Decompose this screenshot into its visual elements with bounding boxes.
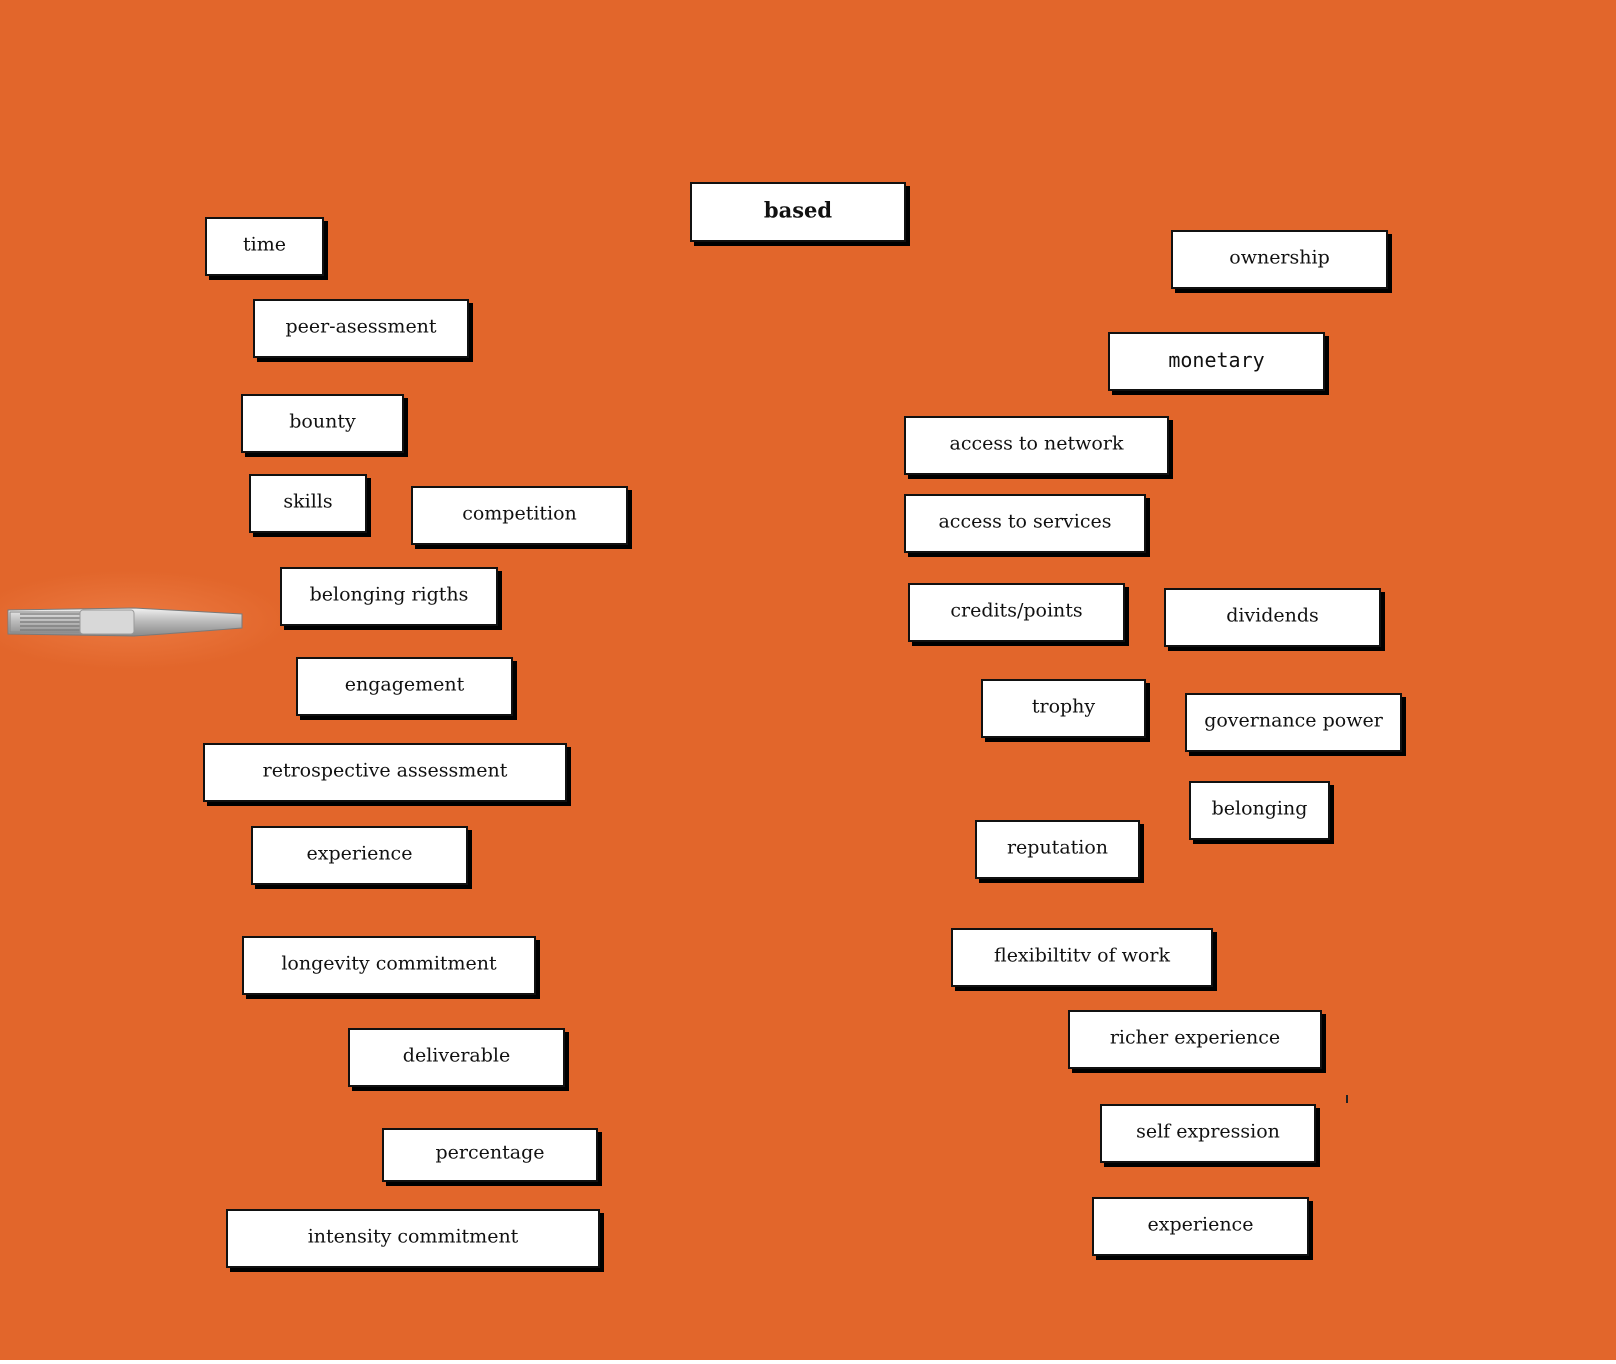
card-label: retrospective assessment: [262, 759, 508, 782]
card-dividends: dividends: [1164, 588, 1381, 647]
card-experience-right: experience: [1092, 1197, 1309, 1256]
card-label: based: [763, 197, 833, 223]
card-label: flexibiltitv of work: [994, 944, 1170, 967]
card-label: credits/points: [950, 599, 1083, 622]
card-label: access to services: [938, 510, 1112, 533]
card-trophy: trophy: [981, 679, 1146, 738]
card-self-expression: self expression: [1100, 1104, 1316, 1163]
card-flexibiltitv-of-work: flexibiltitv of work: [951, 928, 1213, 987]
card-label: reputation: [1006, 836, 1109, 859]
card-monetary: monetary: [1108, 332, 1325, 391]
card-peer-asessment: peer-asessment: [253, 299, 469, 358]
card-label: competition: [462, 502, 577, 525]
card-label: time: [243, 233, 286, 256]
card-label: belonging rigths: [309, 583, 469, 606]
card-richer-experience: richer experience: [1068, 1010, 1322, 1069]
card-bounty: bounty: [241, 394, 404, 453]
card-label: access to network: [949, 432, 1124, 455]
card-label: experience: [1147, 1213, 1254, 1236]
card-reputation: reputation: [975, 820, 1140, 879]
card-access-to-services: access to services: [904, 494, 1146, 553]
card-label: engagement: [344, 673, 465, 696]
card-label: dividends: [1226, 604, 1319, 627]
card-access-to-network: access to network: [904, 416, 1169, 475]
card-engagement: engagement: [296, 657, 513, 716]
card-retrospective-assessment: retrospective assessment: [203, 743, 567, 802]
card-label: longevity commitment: [281, 952, 497, 975]
stray-mark: [1346, 1095, 1348, 1103]
card-label: percentage: [435, 1141, 545, 1164]
card-label: governance power: [1204, 709, 1383, 732]
card-label: ownership: [1229, 246, 1330, 269]
card-label: peer-asessment: [285, 315, 437, 338]
usb-stick-icon: [7, 607, 243, 637]
card-label: skills: [283, 490, 333, 513]
card-experience-left: experience: [251, 826, 468, 885]
card-deliverable: deliverable: [348, 1028, 565, 1087]
card-label: belonging: [1211, 797, 1308, 820]
card-label: bounty: [289, 410, 356, 433]
card-skills: skills: [249, 474, 367, 533]
card-label: trophy: [1031, 695, 1096, 718]
card-label: intensity commitment: [307, 1225, 519, 1248]
card-time: time: [205, 217, 324, 276]
card-based: based: [690, 182, 906, 242]
card-competition: competition: [411, 486, 628, 545]
card-label: deliverable: [402, 1044, 511, 1067]
card-longevity-commitment: longevity commitment: [242, 936, 536, 995]
card-ownership: ownership: [1171, 230, 1388, 289]
card-label: monetary: [1168, 347, 1265, 372]
card-belonging: belonging: [1189, 781, 1330, 840]
card-intensity-commitment: intensity commitment: [226, 1209, 600, 1268]
card-label: self expression: [1136, 1120, 1280, 1143]
card-percentage: percentage: [382, 1128, 598, 1182]
card-label: richer experience: [1109, 1026, 1281, 1049]
card-governance-power: governance power: [1185, 693, 1402, 752]
card-belonging-rigths: belonging rigths: [280, 567, 498, 626]
card-label: experience: [306, 842, 413, 865]
card-credits-points: credits/points: [908, 583, 1125, 642]
